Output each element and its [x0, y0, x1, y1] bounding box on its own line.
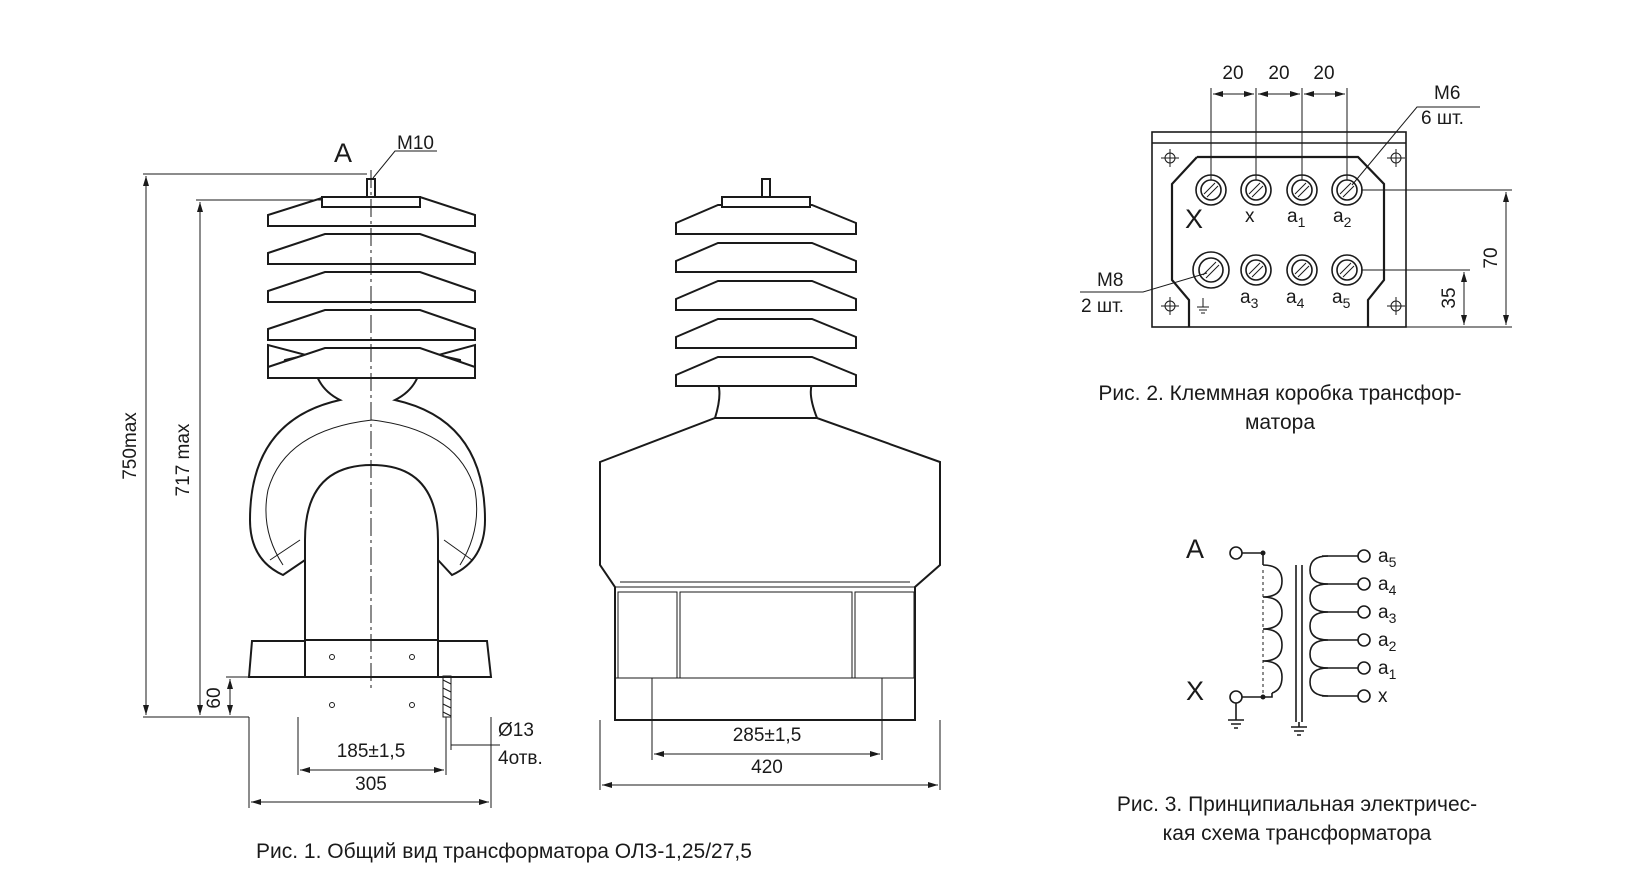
dim-717-label: 717 max — [173, 423, 194, 496]
dim-70-label: 70 — [1481, 247, 1502, 268]
term-X: X — [1185, 204, 1203, 234]
box-outline — [1151, 131, 1407, 328]
secondary-winding — [1309, 555, 1329, 697]
m8-count-label: 2 шт. — [1081, 296, 1124, 317]
terminal-A-circle — [1229, 546, 1243, 560]
figure3-caption-line1: Рис. 3. Принципиальная электричес- — [1117, 793, 1477, 816]
coil-mark — [443, 539, 473, 561]
hole-count-label: 4отв. — [498, 748, 543, 769]
ground-icon — [1228, 703, 1244, 729]
housing — [599, 417, 941, 721]
term-a5: a5 — [1332, 287, 1351, 311]
sec-a2: a2 — [1378, 630, 1397, 654]
figure1-front-view: 750max 717 max 60 A M10 185±1,5 305 Ø13 … — [120, 133, 752, 863]
terminal-a-label: A — [334, 138, 352, 168]
m6-leader — [1351, 106, 1480, 186]
figure3-schematic: A X a5 a4 a3 a2 a1 x Рис. — [1117, 534, 1477, 845]
term-a3: a3 — [1240, 287, 1259, 311]
m10-leader — [372, 150, 437, 179]
pitch-1-label: 20 — [1222, 63, 1243, 84]
box-inner-wall — [1170, 155, 1386, 327]
figure2-caption-line1: Рис. 2. Клеммная коробка трансфор- — [1098, 382, 1461, 405]
primary-leads — [1242, 552, 1264, 698]
dim-60-label: 60 — [204, 687, 225, 708]
figure1-caption: Рис. 1. Общий вид трансформатора ОЛЗ-1,2… — [256, 840, 752, 863]
dim-185-label: 185±1,5 — [337, 741, 406, 762]
sec-a3: a3 — [1378, 602, 1397, 626]
figure3-caption-line2: кая схема трансформатора — [1163, 822, 1432, 845]
ground-icon — [1197, 298, 1209, 314]
sec-x: x — [1378, 686, 1388, 707]
side-insulator-sheds — [675, 196, 857, 387]
dim-285-label: 285±1,5 — [733, 725, 802, 746]
base-bolts — [329, 654, 452, 718]
m8-leader — [1080, 272, 1208, 293]
sec-a5: a5 — [1378, 546, 1397, 570]
m6-count-label: 6 шт. — [1421, 108, 1464, 129]
side-terminal-stud — [761, 178, 771, 198]
pitch-2-label: 20 — [1268, 63, 1289, 84]
figure2-terminal-box: X x a1 a2 a3 a4 a5 20 20 20 M6 6 шт. M8 … — [1080, 63, 1512, 434]
m6-label: M6 — [1434, 83, 1460, 104]
term-x: x — [1245, 206, 1255, 227]
figure1-side-view: 285±1,5 420 — [599, 178, 941, 790]
dim-750-label: 750max — [120, 412, 141, 480]
primary-X-label: X — [1186, 676, 1204, 706]
dim-35-label: 35 — [1439, 287, 1460, 308]
primary-A-label: A — [1186, 534, 1204, 564]
primary-winding — [1262, 564, 1283, 694]
secondary-leads — [1322, 549, 1371, 703]
term-a2: a2 — [1333, 206, 1352, 230]
terminal-X-circle — [1229, 690, 1243, 704]
figure2-caption-line2: матора — [1245, 411, 1315, 434]
dim-305-label: 305 — [355, 774, 387, 795]
mount-holes — [1161, 149, 1405, 315]
coil-contour — [265, 419, 478, 566]
sec-a4: a4 — [1378, 574, 1397, 598]
thread-m10-label: M10 — [397, 133, 434, 154]
m8-label: M8 — [1097, 270, 1123, 291]
hole-diameter-label: Ø13 — [498, 720, 534, 741]
junction-dot — [1260, 550, 1266, 556]
terminals-bottom-row — [1192, 251, 1363, 289]
sec-a1: a1 — [1378, 658, 1397, 682]
ground-icon — [1291, 722, 1307, 736]
dim-420-label: 420 — [751, 757, 783, 778]
term-a1: a1 — [1287, 206, 1306, 230]
terminals-top-row — [1195, 174, 1363, 206]
term-a4: a4 — [1286, 287, 1305, 311]
primary-return — [1263, 693, 1273, 698]
neck — [713, 383, 819, 419]
coil-mark — [269, 539, 301, 561]
pitch-3-label: 20 — [1313, 63, 1334, 84]
